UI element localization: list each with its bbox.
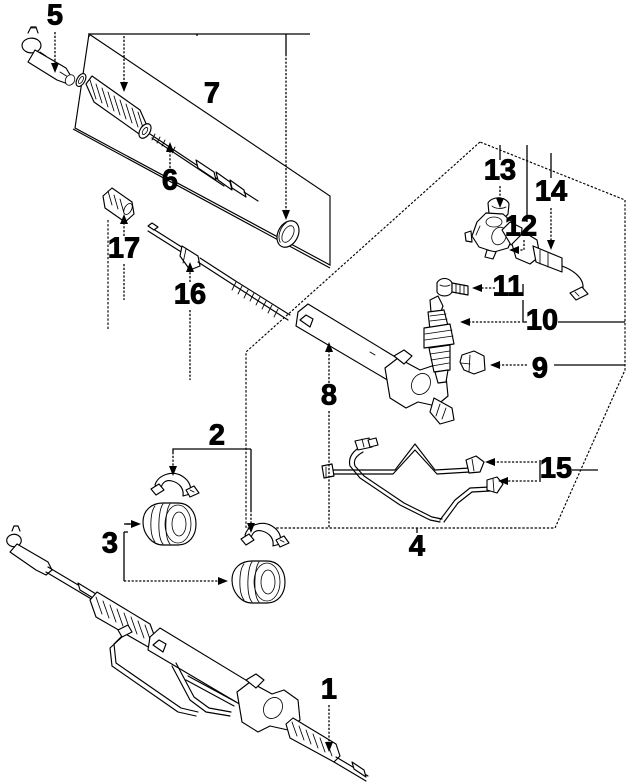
part-complete-steering-gear-assembly <box>6 525 369 782</box>
callout-label-14: 14 <box>535 176 567 208</box>
frame-boot-clamps <box>74 33 331 266</box>
callout-numbers: 5 7 6 17 16 8 13 14 12 11 10 9 15 4 2 3 … <box>46 0 572 706</box>
part-mounting-bracket-upper <box>150 472 200 498</box>
callout-label-13: 13 <box>484 155 516 187</box>
leader-lines <box>51 32 625 752</box>
part-bellows-boot-upper <box>85 75 152 139</box>
callout-label-3: 3 <box>102 528 118 560</box>
callout-label-10: 10 <box>526 305 558 337</box>
part-pinion-seal-nut <box>436 277 469 297</box>
callout-label-9: 9 <box>532 353 548 385</box>
part-mounting-bracket-lower <box>240 522 290 548</box>
part-rack-bushing-seal <box>102 187 135 223</box>
part-control-valve-pinion-shaft <box>423 295 455 384</box>
callout-label-17: 17 <box>108 233 140 265</box>
part-hydraulic-line-set <box>321 437 504 523</box>
part-pressure-switch-sensor <box>501 221 589 301</box>
callout-label-16: 16 <box>174 279 206 311</box>
callout-label-7: 7 <box>204 78 220 110</box>
callout-label-12: 12 <box>505 211 537 243</box>
part-clamp-ring-small <box>75 73 87 87</box>
part-bushing-upper <box>142 502 197 546</box>
callout-label-2: 2 <box>209 420 225 452</box>
part-valve-housing-body <box>464 212 514 260</box>
callout-label-1: 1 <box>321 674 337 706</box>
callout-label-6: 6 <box>162 165 178 197</box>
part-inner-rod-upper <box>149 133 259 202</box>
part-rack-housing-tube <box>295 303 455 425</box>
part-outer-tie-rod-end <box>21 26 76 86</box>
callout-label-15: 15 <box>540 453 572 485</box>
callout-label-11: 11 <box>493 271 524 303</box>
callout-label-4: 4 <box>409 531 425 563</box>
part-inner-tie-rod-socket <box>147 222 291 321</box>
part-valve-retainer-clip <box>459 350 486 375</box>
callout-label-8: 8 <box>321 380 337 412</box>
callout-label-5: 5 <box>47 0 63 32</box>
part-boot-clamp-ring <box>276 220 300 248</box>
part-bushing-lower <box>231 560 286 604</box>
